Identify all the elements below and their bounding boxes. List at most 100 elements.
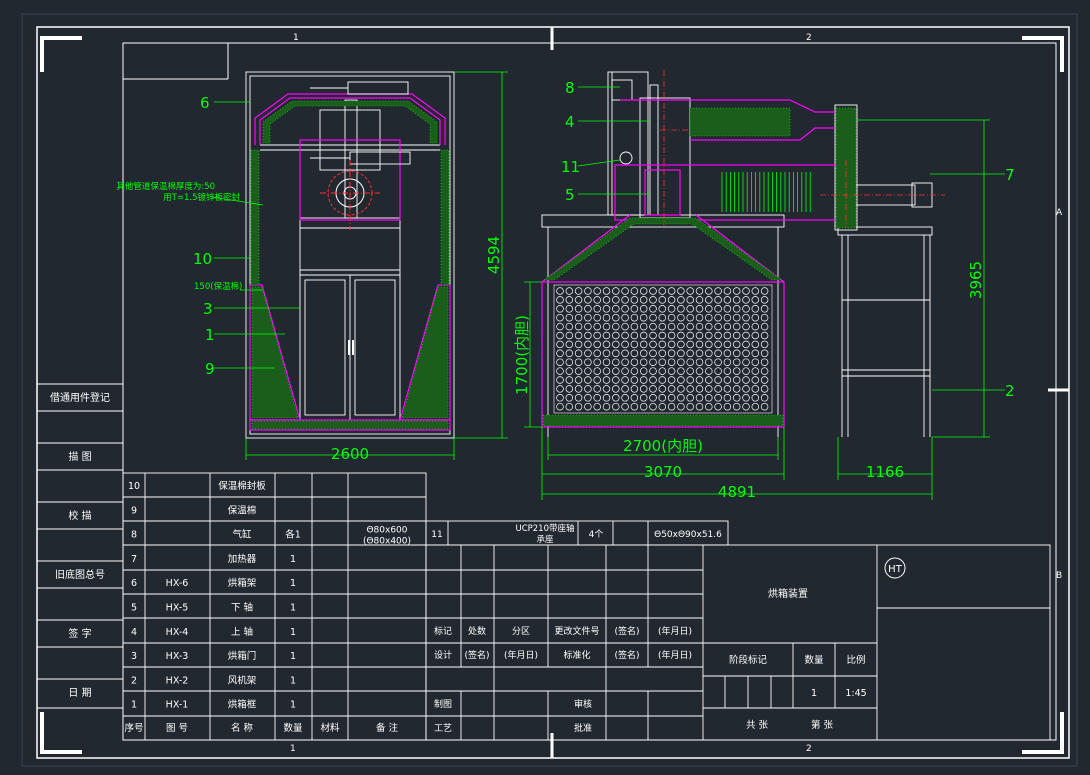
- panel-hole: [667, 287, 676, 295]
- panel-hole: [584, 287, 592, 295]
- bom-code: HX-5: [166, 603, 189, 614]
- panel-hole: [556, 322, 564, 331]
- panel-hole: [667, 296, 676, 304]
- panel-hole: [677, 367, 685, 375]
- bom-qty: 1: [290, 651, 296, 662]
- bom-name: 烘箱框: [228, 699, 257, 711]
- panel-hole: [714, 349, 722, 358]
- drafting-label: 制图: [434, 698, 452, 710]
- bom-name: 保温棉封板: [218, 480, 266, 492]
- panel-hole: [612, 287, 620, 295]
- panel-hole: [593, 376, 601, 384]
- note-insulation: 其他管道保温棉厚度为:50: [116, 181, 215, 192]
- panel-hole: [649, 358, 657, 366]
- panel-hole: [602, 287, 611, 295]
- panel-hole: [732, 340, 741, 349]
- panel-hole: [612, 385, 620, 393]
- standardization-label: 标准化: [563, 649, 590, 661]
- panel-hole: [602, 367, 611, 375]
- panel-hole: [695, 305, 704, 313]
- panel-hole: [556, 331, 564, 340]
- panel-hole: [584, 376, 592, 384]
- panel-hole: [723, 349, 732, 358]
- left-record-panel: [36, 383, 124, 709]
- panel-hole: [565, 367, 574, 375]
- bom-header-cell: 图 号: [166, 723, 188, 734]
- bom-no: 3: [131, 651, 137, 662]
- bom-header-cell: 材料: [320, 722, 340, 734]
- panel-hole: [649, 305, 657, 313]
- rev-mark: 标记: [434, 625, 452, 637]
- label-insulation-150: 150(保温棉): [194, 281, 242, 292]
- panel-hole: [751, 340, 760, 349]
- panel-hole: [751, 394, 760, 402]
- panel-hole: [705, 376, 713, 384]
- panel-hole: [677, 287, 685, 295]
- panel-hole: [639, 322, 648, 331]
- bom11-no: 11: [431, 530, 442, 540]
- bom-header-cell: 数量: [283, 722, 303, 734]
- panel-hole: [686, 340, 694, 349]
- rev-sign: (签名): [614, 625, 639, 637]
- panel-hole: [612, 394, 620, 402]
- panel-hole: [621, 296, 629, 304]
- panel-hole: [742, 313, 750, 322]
- panel-hole: [760, 376, 769, 384]
- panel-hole: [686, 394, 694, 402]
- panel-hole: [612, 402, 620, 411]
- panel-hole: [760, 322, 769, 331]
- panel-hole: [621, 385, 629, 393]
- panel-hole: [658, 402, 667, 411]
- dim-2700: 2700(内胆): [623, 437, 703, 455]
- panel-hole: [732, 376, 741, 384]
- qty-label: 数量: [804, 654, 824, 666]
- panel-hole: [639, 376, 648, 384]
- panel-hole: [686, 376, 694, 384]
- panel-hole: [584, 402, 592, 411]
- panel-hole: [667, 331, 676, 340]
- front-view: [211, 71, 508, 460]
- panel-hole: [565, 313, 574, 322]
- panel-hole: [649, 394, 657, 402]
- panel-hole: [565, 394, 574, 402]
- callout-7: 7: [1005, 166, 1015, 184]
- label-tongyong: 借通用件登记: [50, 391, 110, 404]
- panel-hole: [742, 376, 750, 384]
- panel-hole: [630, 402, 639, 411]
- panel-hole: [574, 394, 583, 402]
- approve-label: 批准: [574, 722, 592, 734]
- panel-hole: [621, 394, 629, 402]
- panel-hole: [565, 305, 574, 313]
- panel-hole: [630, 305, 639, 313]
- company-logo: [884, 557, 906, 579]
- panel-hole: [686, 322, 694, 331]
- panel-hole: [695, 340, 704, 349]
- review-label: 审核: [574, 698, 592, 710]
- panel-hole: [602, 331, 611, 340]
- bom-qty: 1: [290, 603, 296, 614]
- panel-hole: [723, 358, 732, 366]
- panel-hole: [686, 367, 694, 375]
- panel-hole: [602, 376, 611, 384]
- panel-hole: [723, 402, 732, 411]
- panel-hole: [612, 349, 620, 358]
- panel-hole: [742, 322, 750, 331]
- panel-hole: [639, 402, 648, 411]
- panel-hole: [760, 358, 769, 366]
- standardization-sign: (签名): [614, 649, 639, 661]
- side-view: [524, 70, 1005, 500]
- panel-hole: [742, 296, 750, 304]
- panel-hole: [667, 340, 676, 349]
- panel-hole: [705, 322, 713, 331]
- bom-code: HX-1: [166, 700, 189, 711]
- stage-label: 阶段标记: [729, 654, 768, 666]
- panel-hole: [714, 340, 722, 349]
- bom-no: 5: [131, 603, 137, 614]
- panel-hole: [593, 385, 601, 393]
- panel-hole: [751, 402, 760, 411]
- panel-hole: [760, 385, 769, 393]
- panel-hole: [732, 313, 741, 322]
- panel-hole: [705, 340, 713, 349]
- panel-hole: [760, 296, 769, 304]
- label-miaotu: 描 图: [68, 450, 91, 463]
